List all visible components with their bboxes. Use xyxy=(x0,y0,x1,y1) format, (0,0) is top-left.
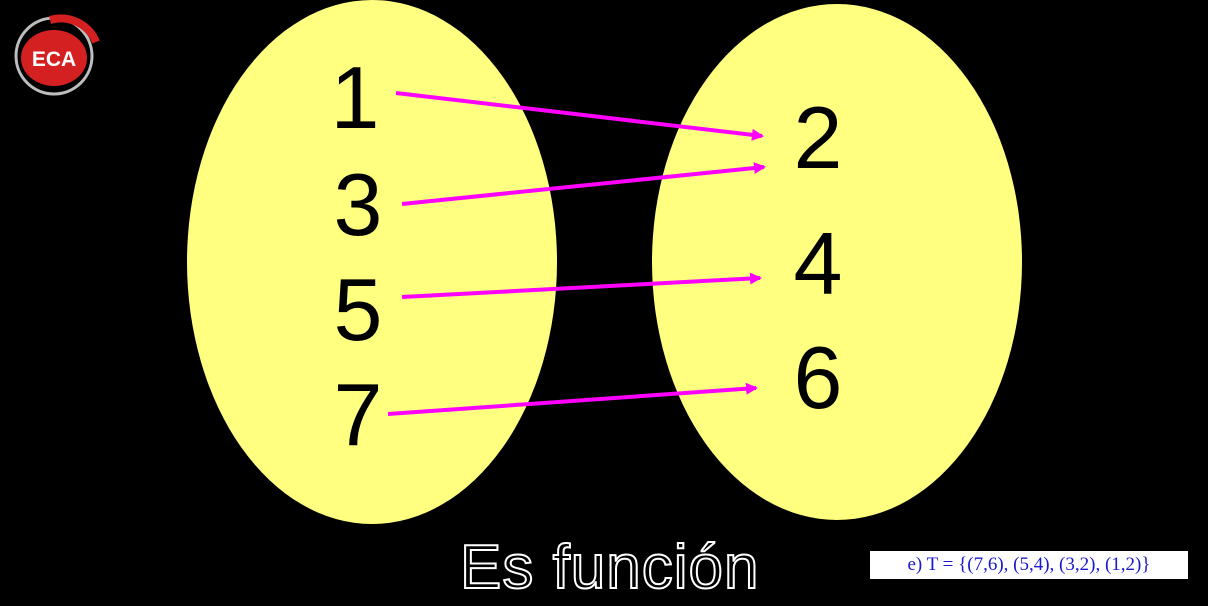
domain-element-7: 7 xyxy=(334,365,383,464)
arrow-3-to-2 xyxy=(401,162,766,206)
codomain-element-4: 4 xyxy=(794,214,843,313)
arrow-1-to-2 xyxy=(395,91,764,141)
domain-set-oval xyxy=(187,0,557,524)
arrow-7-to-6 xyxy=(387,382,758,416)
logo-disc xyxy=(21,30,87,86)
relation-label: e) T = {(7,6), (5,4), (3,2), (1,2)} xyxy=(870,551,1188,579)
domain-element-1: 1 xyxy=(331,48,380,147)
arrow-5-to-4 xyxy=(401,272,762,299)
logo-text: ECA xyxy=(32,48,76,71)
eca-logo: ECA xyxy=(14,14,100,96)
codomain-element-6: 6 xyxy=(794,328,843,427)
domain-element-3: 3 xyxy=(334,155,383,254)
domain-element-5: 5 xyxy=(334,260,383,359)
logo-arc-band xyxy=(48,14,100,44)
conclusion-caption: Es función xyxy=(459,532,760,603)
mapping-arrows xyxy=(387,91,766,416)
codomain-element-2: 2 xyxy=(794,88,843,187)
